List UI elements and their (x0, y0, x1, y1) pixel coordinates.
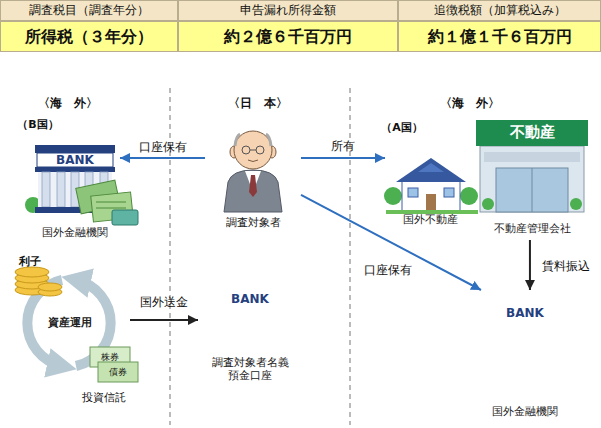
region-label: 〈海 外〉 (38, 96, 98, 110)
company-node: 不動産不動産管理会社 (472, 118, 592, 240)
node-text: BANK (231, 292, 269, 306)
icon-label: 利子 (19, 255, 41, 268)
node-text: 調査対象者 (226, 216, 281, 229)
bank-node: BANK 調査対象者名義 預金口座 (198, 280, 302, 395)
edge-label: 所有 (331, 139, 355, 153)
edge-label: 賃料振込 (542, 259, 590, 273)
node-text: 不動産管理会社 (494, 222, 571, 235)
region-divider (170, 88, 171, 425)
node-text: 資産運用 (48, 316, 92, 329)
node-text: 国外不動産 (403, 213, 458, 226)
person-node: 調査対象者 (205, 120, 301, 230)
edge-label: 国外送金 (140, 295, 188, 309)
table-cell: 約１億１千６百万円 (398, 21, 601, 52)
icon-label: 株券 (101, 352, 119, 363)
icon-label: 投資信託 (82, 391, 126, 404)
edge-label: 口座保有 (364, 263, 412, 277)
bank-node: BANK 国外金融機関 (30, 140, 120, 240)
country-label: （B国） (17, 118, 58, 131)
person-icon (224, 131, 282, 212)
node-text: 調査対象者名義 預金口座 (208, 356, 292, 382)
node-text: 国外金融機関 (42, 226, 108, 239)
real-estate-office-icon (476, 120, 588, 212)
table-cell: 申告漏れ所得金額 (178, 0, 398, 21)
node-text: 国外金融機関 (492, 405, 558, 418)
bank-node: BANK 国外金融機関 (470, 290, 580, 422)
node-text: 不動産 (510, 123, 555, 141)
property-node: 国外不動産 (385, 150, 475, 230)
arrow-connector (301, 195, 481, 290)
house-icon (384, 158, 478, 214)
table-cell: 追徴税額（加算税込み） (398, 0, 601, 21)
arrow-connector (130, 319, 198, 321)
arrow-connector (120, 157, 205, 159)
bankbook-icon (76, 180, 138, 225)
table-cell: 調査税目（調査年分） (0, 0, 178, 21)
icon-label: 債券 (109, 367, 127, 378)
node-text: BANK (506, 306, 544, 320)
table-cell: 所得税（３年分） (0, 21, 178, 52)
arrow-connector (301, 157, 385, 159)
arrow-connector (529, 240, 531, 290)
region-divider (350, 88, 351, 425)
country-label: （A国） (381, 121, 423, 134)
node-text: BANK (56, 153, 94, 167)
region-label: 〈日 本〉 (228, 96, 288, 110)
region-label: 〈海 外〉 (440, 96, 500, 110)
table-cell: 約２億６千百万円 (178, 21, 398, 52)
asset-cycle-icon (15, 267, 138, 382)
edge-label: 口座保有 (139, 140, 187, 154)
